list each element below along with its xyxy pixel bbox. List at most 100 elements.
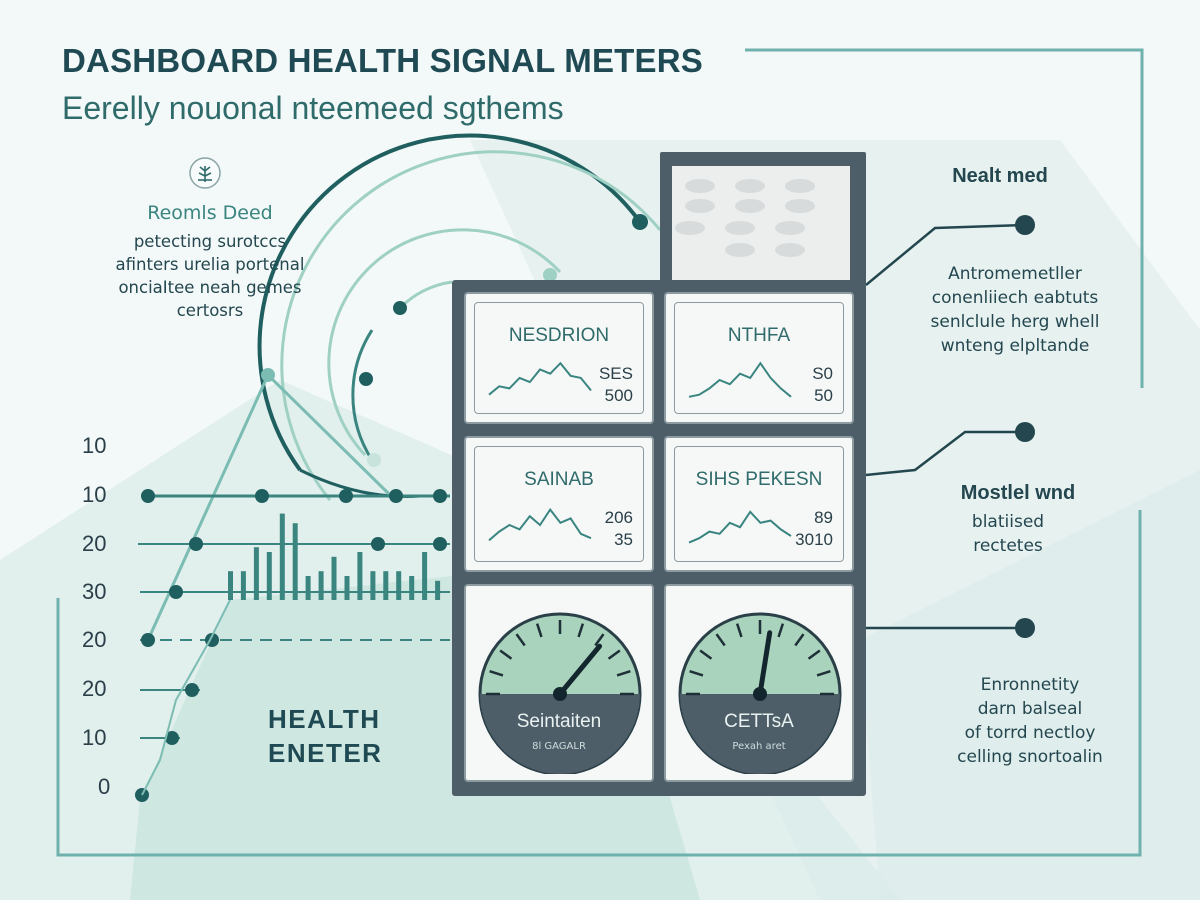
bar-mark	[292, 523, 298, 600]
signal-value: SES	[598, 364, 633, 383]
right-note-heading: Mostlel wnd	[960, 482, 1076, 504]
gauge-tick	[816, 669, 831, 677]
y-tick-label: 10	[82, 725, 107, 750]
right-note-line: wnteng elpltande	[940, 336, 1090, 356]
right-note-line: senlclule herg whell	[930, 312, 1100, 332]
right-note-line: celling snortoalin	[957, 747, 1103, 767]
bar-chart	[228, 513, 441, 600]
page-title: DASHBOARD HEALTH SIGNAL METERS	[62, 42, 703, 79]
signal-value: 206	[604, 508, 633, 527]
gauge-hub	[553, 687, 567, 701]
right-note-line: blatiised	[971, 512, 1045, 532]
gauge-sublabel: 8l GAGALR	[532, 741, 586, 752]
bar-mark	[370, 571, 376, 600]
signal-panel-values: SES 500	[599, 363, 633, 407]
trend-line-path	[688, 510, 792, 544]
bar-mark	[279, 513, 285, 600]
bar-mark	[422, 552, 428, 600]
signal-panel-screen: SIHS PEKESN 89 3010	[674, 446, 844, 562]
y-tick-label: 20	[82, 531, 107, 556]
bar-mark	[305, 576, 311, 600]
health-label-line: HEALTH	[268, 704, 381, 734]
signal-panel-screen: SAINAB 206 35	[474, 446, 644, 562]
right-note-body: Enronnetity darn balseal of torrd nectlo…	[920, 673, 1140, 769]
signal-panel-title: NTHFA	[727, 325, 791, 346]
right-note-line: Antromemetller	[948, 264, 1082, 284]
signal-panel[interactable]: NESDRION SES 500	[464, 292, 654, 424]
left-note-line: onciaItee neah gemes	[118, 278, 302, 297]
gauge-panel[interactable]: CETTsA Pexah aret	[664, 584, 854, 782]
gauge-tick	[715, 633, 726, 647]
y-tick-label: 0	[98, 774, 111, 799]
bar-mark	[318, 571, 324, 600]
gauge-tick	[777, 623, 785, 638]
gauge-tick	[689, 669, 704, 677]
gauge-hub	[753, 687, 767, 701]
signal-panel[interactable]: NTHFA S0 50	[664, 292, 854, 424]
y-tick-label: 10	[82, 482, 107, 507]
right-note-body: blatiised rectetes	[898, 510, 1118, 558]
left-note-heading: Reomls Deed	[147, 202, 273, 224]
gauge-base	[480, 694, 640, 774]
signal-value: 35	[614, 530, 633, 549]
right-note-line: darn balseal	[977, 699, 1083, 719]
bar-mark	[435, 580, 441, 600]
gauge-tick	[699, 649, 713, 660]
signal-value: 50	[814, 386, 833, 405]
gauge-dial	[678, 612, 842, 774]
right-note-line: Enronnetity	[980, 675, 1080, 695]
right-note-line: of torrd nectloy	[964, 723, 1096, 743]
y-tick-label: 20	[82, 627, 107, 652]
right-note-heading: Nealt med	[952, 165, 1048, 187]
bar-mark	[383, 571, 389, 600]
signal-trend-line	[488, 507, 592, 542]
bar-mark	[344, 576, 350, 600]
trend-line-path	[488, 507, 592, 542]
gauge-tick	[499, 649, 513, 660]
signal-panel-title: SIHS PEKESN	[695, 469, 823, 490]
signal-trend-line	[488, 361, 592, 396]
gauge-tick	[535, 623, 543, 638]
signal-panel[interactable]: SAINAB 206 35	[464, 436, 654, 572]
bar-mark	[228, 571, 233, 600]
left-note-body: petecting surotccs afinters urelia porte…	[60, 230, 360, 322]
page-subtitle: Eerelly nouonal nteemeed sgthems	[62, 90, 564, 126]
gauge-sublabel: Pexah aret	[732, 741, 786, 752]
bar-mark	[253, 547, 259, 600]
health-meter-label: HEALTH ENETER	[268, 702, 382, 770]
y-tick-label: 20	[82, 676, 107, 701]
gauge-tick	[616, 669, 631, 677]
gauge-tick	[594, 633, 605, 647]
gauge-panel[interactable]: Seintaiten 8l GAGALR	[464, 584, 654, 782]
gauge-needle	[757, 630, 773, 697]
signal-trend-line	[688, 361, 792, 398]
signal-panel[interactable]: SIHS PEKESN 89 3010	[664, 436, 854, 572]
right-note-line: rectetes	[973, 536, 1043, 556]
bar-mark	[409, 576, 415, 600]
trend-line-path	[688, 361, 792, 398]
signal-panel-title: NESDRION	[508, 325, 610, 346]
bar-mark	[240, 571, 246, 600]
gauge-tick	[794, 633, 805, 647]
gauge-tick	[577, 623, 585, 638]
gauge-label: CETTsA	[724, 711, 794, 732]
bar-mark	[396, 571, 402, 600]
gauge-tick	[515, 633, 526, 647]
signal-panel-screen: NESDRION SES 500	[474, 302, 644, 414]
gauge-tick	[489, 669, 504, 677]
y-tick-label: 30	[82, 579, 107, 604]
bar-mark	[357, 552, 363, 600]
signal-panel-values: 206 35	[605, 507, 633, 551]
signal-panel-title: SAINAB	[524, 469, 594, 490]
gauge-tick	[807, 649, 821, 660]
signal-panel-values: 89 3010	[795, 507, 833, 551]
trend-line-path	[488, 361, 592, 396]
health-label-line: ENETER	[268, 738, 383, 768]
left-note-line: petecting surotccs	[133, 232, 287, 251]
right-note-body: Antromemetller conenliiech eabtuts senlc…	[905, 262, 1125, 358]
right-note-line: conenliiech eabtuts	[931, 288, 1099, 308]
gauge-label: Seintaiten	[516, 711, 602, 732]
signal-value: 89	[814, 508, 833, 527]
y-tick-label: 10	[82, 433, 107, 458]
plant-icon	[188, 156, 222, 190]
